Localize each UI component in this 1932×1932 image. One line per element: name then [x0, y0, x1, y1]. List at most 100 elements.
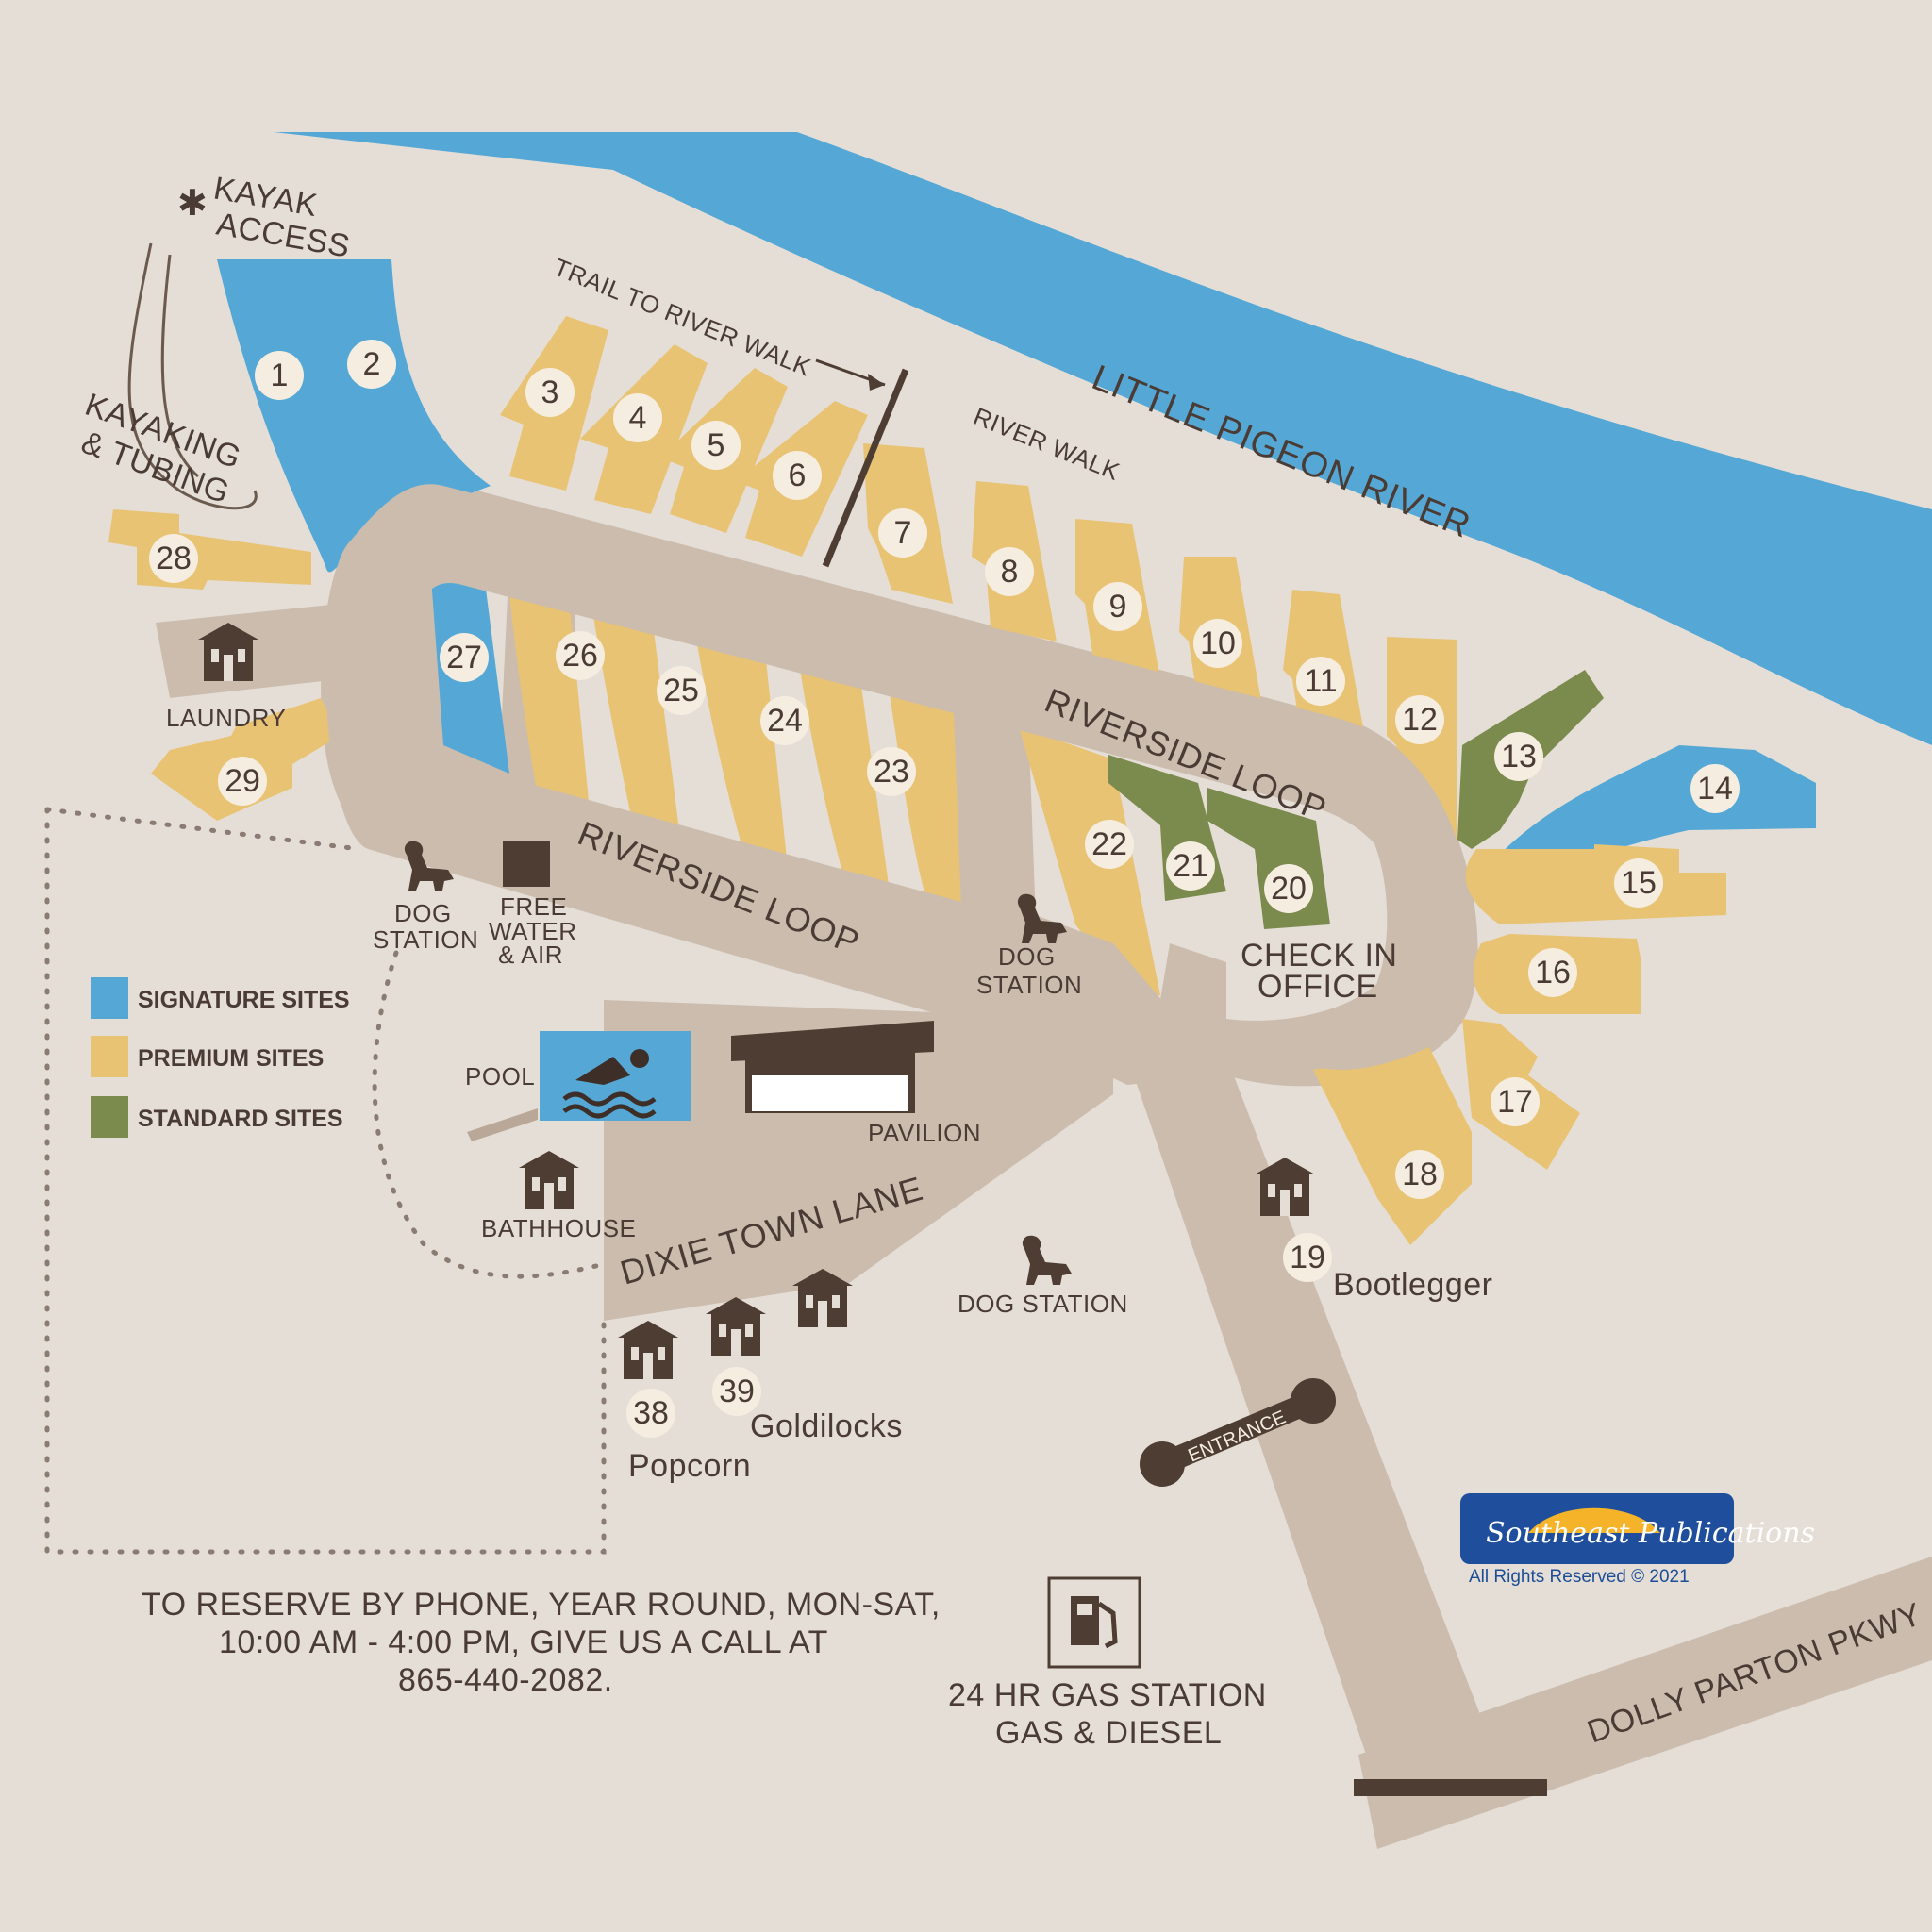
dog-icon: [404, 841, 454, 891]
site-badge: 20: [1264, 864, 1313, 913]
riverside-loop-road: [325, 484, 1468, 1072]
free-water-label: & AIR: [498, 941, 563, 969]
site-badge: 25: [657, 666, 706, 715]
cabin-icon: [706, 1297, 766, 1356]
site-badge: 12: [1395, 695, 1444, 744]
cabin-icon: [1255, 1158, 1315, 1216]
svg-text:13: 13: [1501, 739, 1537, 774]
legend: SIGNATURE SITES PREMIUM SITES STANDARD S…: [91, 977, 350, 1138]
cabin-name: Bootlegger: [1333, 1267, 1492, 1303]
site-badge: 27: [440, 633, 489, 682]
entrance-gate-icon: [1140, 1378, 1336, 1487]
site-badge: 3: [525, 368, 575, 417]
cabin-icon: [198, 623, 258, 681]
dog-station-label: DOG: [998, 942, 1056, 971]
site-badge: 4: [613, 393, 662, 442]
svg-text:39: 39: [719, 1374, 755, 1409]
reserve-note: TO RESERVE BY PHONE, YEAR ROUND, MON-SAT…: [142, 1587, 941, 1623]
dog-icon: [1017, 893, 1067, 943]
svg-text:27: 27: [446, 640, 482, 675]
legend-label: SIGNATURE SITES: [138, 987, 350, 1013]
svg-text:8: 8: [1001, 554, 1019, 590]
kayaking-trail: [127, 242, 258, 510]
site-badge: 10: [1193, 619, 1242, 668]
legend-label: PREMIUM SITES: [138, 1045, 324, 1072]
legend-swatch: [91, 977, 128, 1019]
svg-text:9: 9: [1109, 589, 1127, 625]
pavilion-label: PAVILION: [868, 1119, 981, 1147]
kayak-access-icon: ✱: [177, 182, 208, 224]
gas-station-label: GAS & DIESEL: [995, 1715, 1222, 1751]
cabin-badge: 39: [712, 1367, 761, 1416]
site-badge: 6: [773, 451, 822, 500]
cabin-name: Goldilocks: [750, 1408, 903, 1444]
water-air-icon: [503, 841, 550, 887]
svg-text:Southeast Publications: Southeast Publications: [1486, 1517, 1815, 1550]
svg-text:20: 20: [1271, 871, 1307, 907]
svg-text:11: 11: [1304, 663, 1337, 699]
svg-text:14: 14: [1697, 771, 1733, 807]
pavilion-icon: [731, 1021, 934, 1113]
svg-text:16: 16: [1535, 955, 1571, 991]
site-badge: 28: [149, 534, 198, 583]
cabin-icon: [618, 1321, 678, 1379]
site-badge: 11: [1296, 657, 1345, 706]
check-in-office-label: OFFICE: [1257, 969, 1378, 1005]
site-badges: 1 2 3 4 5 6 7 8 9 10 11 12 13 14 15 16 1…: [149, 340, 1740, 1199]
bathhouse-label: BATHHOUSE: [481, 1214, 636, 1242]
site-badge: 29: [218, 757, 267, 806]
svg-text:6: 6: [789, 458, 807, 493]
site-badge: 17: [1491, 1077, 1540, 1126]
reserve-note: 10:00 AM - 4:00 PM, GIVE US A CALL AT: [219, 1624, 828, 1660]
svg-text:15: 15: [1621, 865, 1657, 901]
legend-swatch: [91, 1036, 128, 1077]
site-badge: 24: [760, 696, 809, 745]
svg-text:28: 28: [156, 541, 192, 576]
site-badge: 8: [985, 547, 1034, 596]
gas-pump-icon: [1047, 1576, 1141, 1669]
svg-text:23: 23: [874, 754, 909, 790]
svg-text:5: 5: [708, 427, 725, 463]
dotted-boundary: [44, 807, 607, 1555]
publisher-logo: Southeast Publications: [1460, 1493, 1815, 1564]
cabin-badge: 38: [626, 1389, 675, 1438]
site-badge: 7: [878, 508, 927, 558]
legend-label: STANDARD SITES: [138, 1106, 343, 1132]
svg-text:22: 22: [1091, 826, 1127, 862]
pool-label: POOL: [465, 1062, 535, 1091]
svg-text:29: 29: [225, 763, 260, 799]
dog-station-label: DOG: [394, 899, 452, 927]
cabin-badge: 19: [1283, 1233, 1332, 1282]
dog-station-label: DOG STATION: [958, 1290, 1128, 1318]
svg-text:10: 10: [1200, 625, 1236, 661]
center-connector-road: [1009, 906, 1226, 1085]
cabin-icon: [519, 1151, 579, 1209]
site-badge: 14: [1690, 764, 1740, 813]
dog-icon: [1022, 1235, 1072, 1285]
legend-swatch: [91, 1096, 128, 1138]
svg-text:21: 21: [1173, 848, 1208, 884]
laundry-label: LAUNDRY: [166, 704, 286, 732]
svg-text:2: 2: [363, 346, 381, 382]
svg-text:24: 24: [767, 703, 803, 739]
svg-text:4: 4: [629, 400, 647, 436]
site-badge: 23: [867, 747, 916, 796]
svg-text:26: 26: [562, 638, 598, 674]
gas-station-label: 24 HR GAS STATION: [948, 1677, 1267, 1713]
reserve-note: 865-440-2082.: [398, 1662, 613, 1698]
site-badge: 2: [347, 340, 396, 389]
svg-text:1: 1: [271, 358, 289, 393]
site-badge: 22: [1085, 820, 1134, 869]
svg-text:12: 12: [1402, 702, 1438, 738]
site-badge: 18: [1395, 1150, 1444, 1199]
pool-icon: [540, 1031, 691, 1121]
svg-text:7: 7: [894, 515, 912, 551]
dog-station-label: STATION: [373, 925, 478, 954]
site-badge: 5: [691, 421, 741, 470]
free-water-label: WATER: [489, 917, 577, 945]
publisher-rights: All Rights Reserved © 2021: [1469, 1567, 1690, 1587]
svg-text:38: 38: [633, 1395, 669, 1431]
site-badge: 26: [556, 631, 605, 680]
cabin-name: Popcorn: [628, 1448, 751, 1484]
